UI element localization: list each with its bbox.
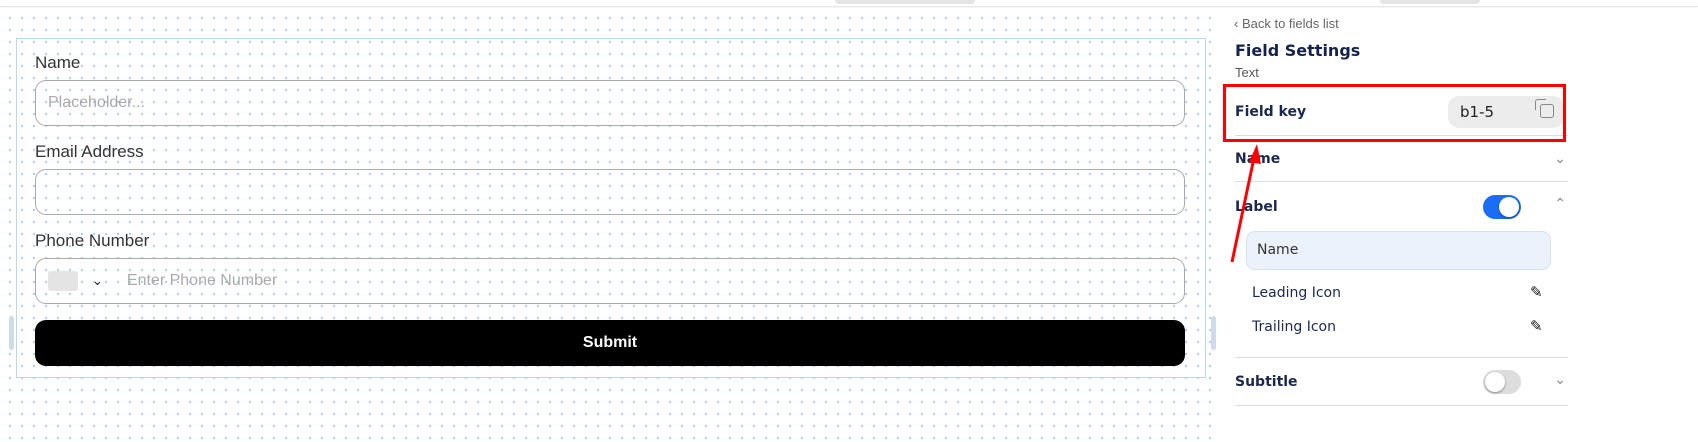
field-key-label: Field key [1235,103,1307,120]
name-label: Name [35,53,81,72]
phone-label: Phone Number [35,231,150,250]
section-name-label: Name [1235,150,1281,167]
chevron-left-icon: ‹ [1234,16,1242,31]
top-tab[interactable] [1380,0,1480,4]
subtitle-toggle[interactable] [1483,370,1521,394]
back-label: Back to fields list [1241,16,1339,31]
phone-placeholder: Enter Phone Number [126,272,278,289]
panel-title: Field Settings [1235,41,1361,60]
resize-handle-right[interactable] [1211,316,1216,350]
chevron-down-icon[interactable]: ⌄ [92,273,103,288]
leading-icon-label: Leading Icon [1252,285,1341,301]
chevron-down-icon[interactable]: ⌄ [1554,372,1566,388]
email-input[interactable] [35,169,1185,215]
phone-input[interactable]: ⌄ Enter Phone Number [35,258,1185,304]
trailing-icon-label: Trailing Icon [1252,319,1336,335]
resize-handle-left[interactable] [9,316,14,350]
edit-icon[interactable]: ✎ [1530,317,1543,335]
section-name[interactable]: Name ⌄ [1235,136,1568,182]
section-subtitle[interactable]: Subtitle ⌄ [1235,358,1568,406]
country-flag-icon[interactable] [48,271,78,291]
back-link[interactable]: ‹ Back to fields list [1234,16,1339,31]
field-key-row: Field key b1-5 [1235,88,1568,136]
name-placeholder: Placeholder... [48,94,145,111]
field-type: Text [1235,65,1259,80]
field-settings-panel: ‹ Back to fields list Field Settings Tex… [1218,8,1698,442]
chevron-up-icon[interactable]: ⌃ [1554,196,1566,212]
top-tab[interactable] [835,0,975,4]
name-input[interactable]: Placeholder... [35,80,1185,126]
edit-icon[interactable]: ✎ [1530,283,1543,301]
highlight-box [1223,84,1566,142]
email-label: Email Address [35,142,144,161]
submit-button[interactable]: Submit [35,320,1185,366]
form-canvas: Name Placeholder... Email Address Phone … [0,8,1218,442]
section-subtitle-label: Subtitle [1235,373,1298,390]
label-textarea[interactable]: Name [1246,231,1551,270]
field-key-box: b1-5 [1448,96,1564,128]
field-key-value: b1-5 [1460,103,1495,121]
label-toggle[interactable] [1483,195,1521,219]
section-label-label: Label [1235,199,1278,215]
chevron-down-icon[interactable]: ⌄ [1554,150,1566,167]
top-bar [0,0,1698,7]
copy-icon[interactable] [1535,99,1554,118]
label-value: Name [1257,242,1299,258]
form-preview[interactable]: Name Placeholder... Email Address Phone … [16,38,1206,378]
